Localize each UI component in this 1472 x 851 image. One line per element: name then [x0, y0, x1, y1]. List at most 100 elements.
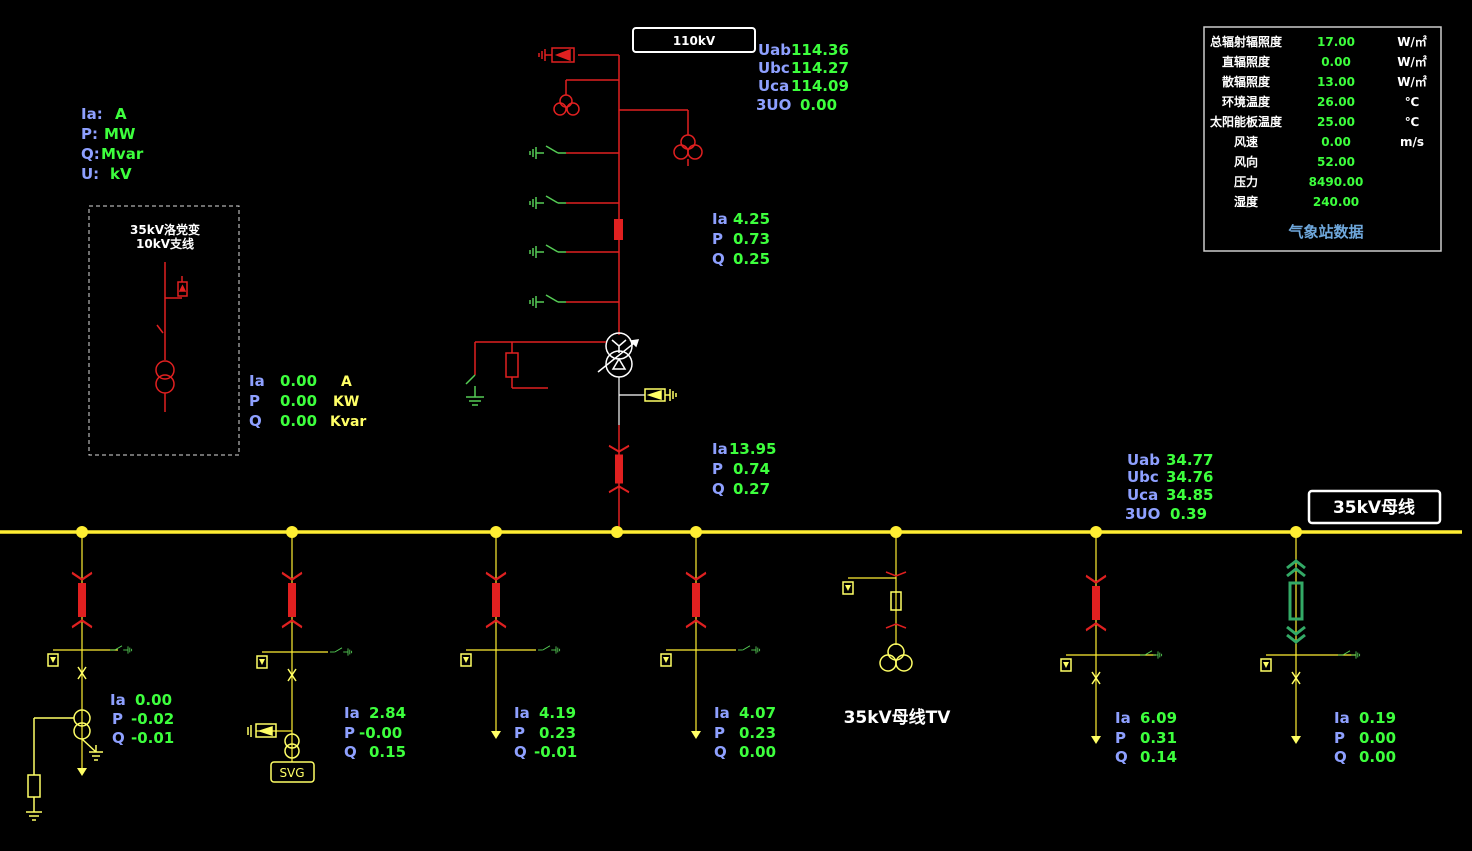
feeder-1[interactable] — [26, 532, 133, 821]
weather-row-value: 240.00 — [1313, 195, 1359, 209]
f3-p-label: P — [514, 724, 525, 742]
f6-ia-value: 0.19 — [1359, 709, 1396, 727]
lv-3uo-value: 0.39 — [1170, 505, 1207, 523]
f1-ia-label: Ia — [110, 691, 126, 709]
weather-row-name: 太阳能板温度 — [1210, 114, 1283, 129]
f4-ia-value: 4.07 — [739, 704, 776, 722]
f6-p-label: P — [1334, 729, 1345, 747]
f2-ia-label: Ia — [344, 704, 360, 722]
hv-bus-voltages: Uab 114.36 Ubc 114.27 Uca 114.09 3UO 0.0… — [756, 41, 849, 114]
feeder-5[interactable] — [1060, 532, 1163, 744]
transformer-lv-breaker[interactable] — [607, 425, 631, 530]
feeder-6[interactable] — [1260, 532, 1361, 744]
transformer-lv-side-readings: Ia 13.95 P 0.74 Q 0.27 — [712, 440, 776, 498]
weather-row-value: 0.00 — [1321, 55, 1351, 69]
hv-uca-value: 114.09 — [791, 77, 849, 95]
weather-row-unit: W/㎡ — [1397, 74, 1427, 89]
hv-earth-switches — [529, 145, 567, 309]
neutral-ground-icon — [465, 374, 484, 406]
svg-device-label: SVG — [279, 766, 304, 780]
hv-ubc-label: Ubc — [758, 59, 790, 77]
f6-q-value: 0.00 — [1359, 748, 1396, 766]
weather-row-unit: ℃ — [1405, 115, 1420, 129]
feeder-6-reactor-icon — [1286, 559, 1306, 644]
weather-row-name: 直辐照度 — [1222, 54, 1271, 69]
weather-row-value: 13.00 — [1317, 75, 1355, 89]
f4-q-label: Q — [714, 743, 727, 761]
svg-device-box[interactable] — [270, 761, 315, 783]
neutral-ground — [465, 341, 606, 406]
f2-q-value: 0.15 — [369, 743, 406, 761]
units-legend: Ia: A P: MW Q: Mvar U: kV — [81, 105, 144, 183]
weather-row-value: 17.00 — [1317, 35, 1355, 49]
hv-ubc-value: 114.27 — [791, 59, 849, 77]
tr-hv-q-label: Q — [712, 250, 725, 268]
weather-row-unit: W/㎡ — [1397, 34, 1427, 49]
hv-uab-label: Uab — [758, 41, 791, 59]
f3-ia-value: 4.19 — [539, 704, 576, 722]
f5-q-value: 0.14 — [1140, 748, 1177, 766]
branch-title-2: 10kV支线 — [136, 236, 194, 251]
lv-bus-label: 35kV母线 — [1333, 497, 1415, 518]
main-transformer-icon[interactable] — [597, 332, 640, 378]
neutral-resistor-icon — [505, 352, 519, 378]
f1-p-value: -0.02 — [131, 710, 174, 728]
lv-uab-label: Uab — [1127, 451, 1160, 469]
hv-bus-label: 110kV — [673, 34, 716, 48]
legend-q-unit: Mvar — [101, 145, 144, 163]
feeder-5-readings: Ia 6.09 P 0.31 Q 0.14 — [1115, 709, 1177, 766]
branch-box[interactable]: 35kV洛党变 10kV支线 — [88, 205, 240, 456]
lv-uca-value: 34.85 — [1166, 486, 1213, 504]
hv-uab-value: 114.36 — [791, 41, 849, 59]
f6-q-label: Q — [1334, 748, 1347, 766]
feeder-3[interactable] — [460, 532, 561, 739]
branch-ia-value: 0.00 — [280, 372, 317, 390]
weather-row-unit: W/㎡ — [1397, 54, 1427, 69]
bus-tv[interactable]: 35kV母线TV — [842, 532, 952, 728]
f4-p-value: 0.23 — [739, 724, 776, 742]
legend-p-unit: MW — [104, 125, 136, 143]
feeder-1-transformer-icon — [26, 709, 103, 821]
hv-bus-label-box[interactable]: 110kV — [632, 27, 756, 53]
f6-ia-label: Ia — [1334, 709, 1350, 727]
hv-breaker-icon[interactable] — [614, 219, 623, 240]
weather-row-value: 0.00 — [1321, 135, 1351, 149]
feeder-2-arrester-icon — [247, 723, 277, 738]
transformer-hv-side-readings: Ia 4.25 P 0.73 Q 0.25 — [712, 210, 770, 268]
station-transformer-icon — [673, 134, 703, 166]
hv-3uo-label: 3UO — [756, 96, 791, 114]
bus-tv-label: 35kV母线TV — [844, 707, 952, 728]
weather-row-unit: ℃ — [1405, 95, 1420, 109]
tr-hv-q-value: 0.25 — [733, 250, 770, 268]
hv-feeder-line — [565, 54, 689, 335]
weather-row-name: 压力 — [1234, 174, 1258, 189]
feeder-4[interactable] — [660, 532, 761, 739]
lv-uab-value: 34.77 — [1166, 451, 1213, 469]
f1-q-label: Q — [112, 729, 125, 747]
f4-q-value: 0.00 — [739, 743, 776, 761]
tr-lv-p-label: P — [712, 460, 723, 478]
branch-ia-unit: A — [341, 374, 352, 390]
f2-p-value: -0.00 — [359, 724, 402, 742]
f3-q-value: -0.01 — [534, 743, 577, 761]
f2-ia-value: 2.84 — [369, 704, 406, 722]
legend-ia-label: Ia: — [81, 105, 103, 123]
branch-ia-label: Ia — [249, 372, 265, 390]
f5-p-label: P — [1115, 729, 1126, 747]
lv-3uo-label: 3UO — [1125, 505, 1160, 523]
f1-q-value: -0.01 — [131, 729, 174, 747]
lv-uca-label: Uca — [1127, 486, 1158, 504]
lv-bus-label-box[interactable]: 35kV母线 — [1307, 489, 1442, 525]
legend-u-label: U: — [81, 165, 99, 183]
f5-ia-value: 6.09 — [1140, 709, 1177, 727]
branch-p-unit: KW — [333, 394, 359, 410]
branch-readings: Ia 0.00 A P 0.00 KW Q 0.00 Kvar — [249, 372, 366, 430]
branch-q-label: Q — [249, 412, 262, 430]
feeder-2[interactable]: SVG — [247, 532, 353, 783]
weather-row-value: 8490.00 — [1309, 175, 1364, 189]
branch-q-unit: Kvar — [330, 414, 366, 430]
f3-p-value: 0.23 — [539, 724, 576, 742]
legend-q-label: Q: — [81, 145, 100, 163]
